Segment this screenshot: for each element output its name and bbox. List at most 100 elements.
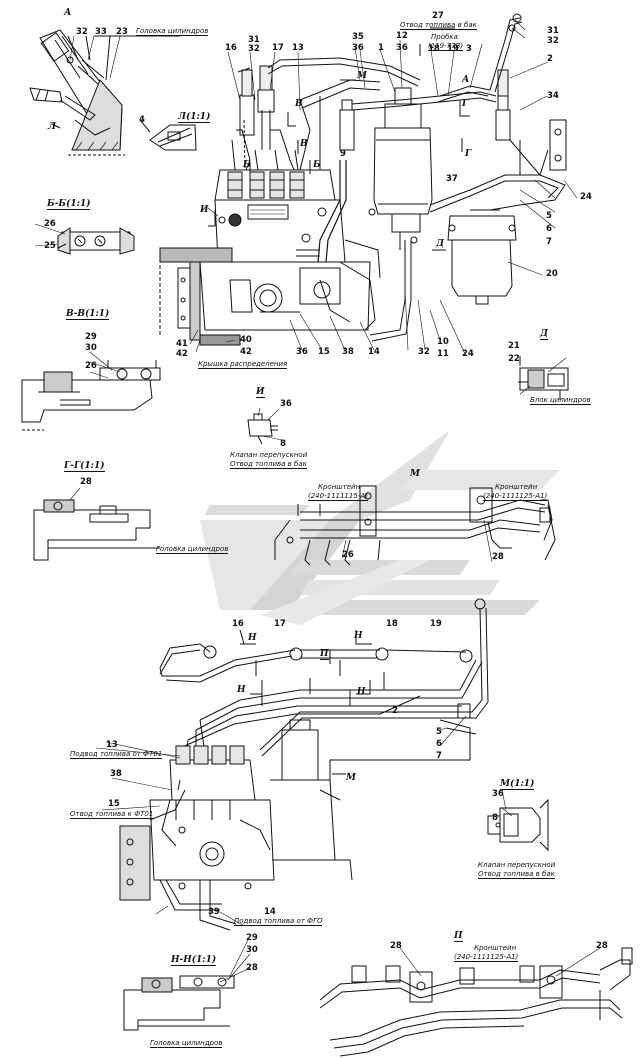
part-number-30-vv: 30 (85, 343, 97, 353)
view-title-p-upper: П (320, 649, 329, 660)
letter-b-1: Б (243, 160, 251, 170)
label-return-ft01: Отвод топлива к ФТ01 (70, 810, 154, 820)
lower-pump-assembly (119, 719, 353, 931)
part-number-5-low: 5 (436, 727, 442, 737)
part-number-1: 1 (378, 43, 384, 53)
part-number-13-top: 13 (292, 43, 304, 53)
section-bb (57, 227, 135, 255)
section-arrows (239, 356, 521, 775)
letter-v-1: В (295, 99, 303, 109)
section-vv (21, 360, 161, 431)
view-title-a: А (64, 8, 72, 18)
part-number-37: 37 (446, 174, 458, 184)
label-supply-fgo: Подвод топлива от ФГО (234, 917, 323, 927)
part-number-36-top-l: 36 (352, 43, 364, 53)
label-bracket-2: Кронштейн (495, 483, 538, 491)
part-number-36-m: 36 (492, 789, 504, 799)
part-number-28-nn: 28 (246, 963, 258, 973)
part-number-42-r: 42 (240, 347, 252, 357)
part-number-18-low: 18 (386, 619, 398, 629)
part-number-36-i: 36 (280, 399, 292, 409)
letter-a-top: А (462, 75, 470, 85)
view-title-m: М(1:1) (500, 779, 535, 790)
part-number-6-low: 6 (436, 739, 442, 749)
part-number-26-vv: 26 (85, 361, 97, 371)
part-number-6-top: 6 (546, 224, 552, 234)
letter-n-3: Н (237, 685, 246, 695)
label-plug-ref: (119-77В) (428, 42, 464, 52)
letter-n-4: Н (357, 687, 366, 697)
part-number-24-tr: 24 (580, 192, 592, 202)
letter-m-mid: М (410, 469, 420, 479)
main-pump-assembly (159, 13, 567, 346)
part-number-16-low: 16 (232, 619, 244, 629)
part-number-2-low: 2 (392, 706, 398, 716)
letter-i-top: И (200, 205, 209, 215)
letter-l: Л (48, 122, 56, 132)
part-number-9: 9 (340, 149, 346, 159)
part-number-25: 25 (44, 241, 56, 251)
label-fuel-return-i: Отвод топлива в бак (230, 460, 307, 470)
label-bracket-ref-2: (240-1111125-А1) (483, 492, 548, 502)
part-number-28-p-l: 28 (390, 941, 402, 951)
label-cyl-head-gg: Головка цилиндров (156, 545, 229, 555)
label-bypass-valve-m: Клапан перепускной (478, 861, 556, 869)
part-number-41: 41 (176, 339, 188, 349)
part-number-32-low: 32 (418, 347, 430, 357)
letter-b-2: Б (313, 160, 321, 170)
part-number-24-mid: 24 (462, 349, 474, 359)
part-number-21: 21 (508, 341, 520, 351)
label-bypass-valve-i: Клапан перепускной (230, 451, 308, 459)
section-nn (123, 975, 235, 1031)
letter-g-1: Г (462, 99, 469, 109)
view-title-bb: Б-Б(1:1) (47, 199, 91, 210)
part-number-38-low: 38 (110, 769, 122, 779)
section-markers-top (208, 27, 470, 251)
part-number-23: 23 (116, 27, 128, 37)
label-timing-cover: Крышка распределения (198, 360, 288, 370)
part-number-3: 3 (466, 44, 472, 54)
part-number-26-bb: 26 (44, 219, 56, 229)
part-number-32-top: 32 (248, 44, 260, 54)
letter-m-top: М (357, 71, 367, 81)
letter-g-2: Г (465, 149, 472, 159)
letter-d-top: Д (436, 239, 445, 249)
part-number-15-low: 15 (108, 799, 120, 809)
label-cyl-head-nn: Головка цилиндров (150, 1039, 223, 1049)
part-number-11: 11 (437, 349, 449, 359)
part-number-10: 10 (437, 337, 449, 347)
label-bracket-3: Кронштейн (474, 944, 517, 952)
part-number-33: 33 (95, 27, 107, 37)
part-number-28-mid: 28 (492, 552, 504, 562)
part-number-7-low: 7 (436, 751, 442, 761)
view-title-d: Д (540, 329, 549, 340)
part-number-18-top: 18 (428, 44, 440, 54)
part-number-15-top: 15 (318, 347, 330, 357)
lower-pipe-routing (159, 598, 489, 780)
view-title-vv: В-В(1:1) (66, 309, 110, 320)
part-number-5-top: 5 (546, 211, 552, 221)
part-number-14-low: 14 (264, 907, 276, 917)
label-bracket-1: Кронштейн (318, 483, 361, 491)
letter-n-1: Н (248, 633, 257, 643)
part-number-39: 39 (208, 907, 220, 917)
part-number-32-a: 32 (76, 27, 88, 37)
part-number-42-l: 42 (176, 349, 188, 359)
letter-v-2: В (300, 139, 308, 149)
part-number-8-m: 8 (492, 813, 498, 823)
part-number-28-gg: 28 (80, 477, 92, 487)
letter-m-low: М (346, 773, 356, 783)
view-title-i: И (256, 387, 265, 398)
part-number-8-i: 8 (280, 439, 286, 449)
part-number-35: 35 (352, 32, 364, 42)
part-number-29-nn: 29 (246, 933, 258, 943)
part-number-30-nn: 30 (246, 945, 258, 955)
part-number-2-top: 2 (547, 54, 553, 64)
view-a-injector (29, 29, 180, 156)
letter-n-2: Н (354, 631, 363, 641)
part-number-7-top: 7 (546, 237, 552, 247)
part-number-19-top: 19 (447, 44, 459, 54)
part-number-13-low: 13 (106, 740, 118, 750)
part-number-26-mid: 26 (342, 550, 354, 560)
